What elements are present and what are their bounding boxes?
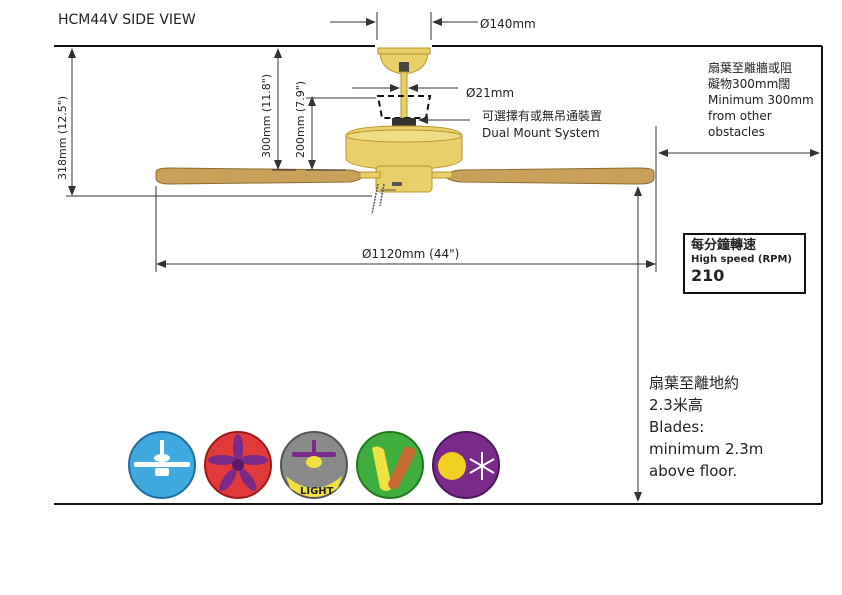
floor-clearance-note: 扇葉至離地約 2.3米高 Blades: minimum 2.3m above … [649, 372, 819, 482]
blade-right [445, 167, 655, 185]
rpm-label-zh: 每分鐘轉速 [691, 238, 757, 253]
light-kit-label: LIGHT [300, 486, 334, 497]
motor-housing [345, 125, 463, 193]
floor-clearance-dimension [634, 186, 642, 502]
floor-note-zh-line1: 扇葉至離地約 [649, 374, 740, 392]
top-diameter-label: Ø140mm [480, 17, 536, 31]
blade-iron-left [359, 171, 381, 179]
summer-winter-icon [432, 431, 500, 499]
floor-note-en-line1: Blades: [649, 418, 705, 436]
mount-note-en: Dual Mount System [482, 126, 600, 140]
height-200-dimension: 200mm (7.9") [294, 81, 376, 171]
rpm-label-en: High speed (RPM) [691, 254, 792, 265]
height-318-dimension: 318mm (12.5") [56, 48, 372, 197]
mount-note-zh: 可選擇有或無吊通裝置 [482, 108, 602, 123]
top-diameter-dimension: Ø140mm [330, 12, 536, 40]
height-200-label: 200mm (7.9") [294, 81, 307, 158]
rpm-value: 210 [691, 266, 725, 285]
wall-clearance-note-zh: 扇葉至離牆或阻 礙物300mm闊 [708, 60, 792, 92]
fan-canopy [377, 47, 431, 75]
rod-diameter-dimension: Ø21mm [352, 84, 514, 100]
height-318-label: 318mm (12.5") [56, 96, 69, 180]
wall-clearance-zh-line2: 礙物300mm闊 [708, 77, 791, 91]
floor-note-zh-line2: 2.3米高 [649, 396, 703, 414]
rod-diameter-label: Ø21mm [466, 86, 514, 100]
diagram-title: HCM44V SIDE VIEW [58, 12, 196, 28]
wall-clearance-en-line2: from other [708, 109, 772, 123]
rod-coupler [392, 118, 416, 128]
height-300-label: 300mm (11.8") [260, 74, 273, 158]
blade-span-label: Ø1120mm (44") [362, 247, 459, 261]
height-300-dimension: 300mm (11.8") [260, 48, 296, 171]
blade-span-dimension: Ø1120mm (44") [155, 126, 657, 272]
wall-clearance-en-line1: Minimum 300mm [708, 93, 814, 107]
blade-iron-right [431, 171, 453, 179]
five-blade-icon [204, 431, 272, 499]
rpm-box: 每分鐘轉速 High speed (RPM) 210 [683, 233, 806, 294]
reversible-blade-icon [356, 431, 424, 499]
light-kit-icon: LIGHT [280, 431, 348, 499]
mount-note-arrowhead [418, 116, 428, 124]
wall-clearance-en-line3: obstacles [708, 125, 765, 139]
ceiling-fan-icon [128, 431, 196, 499]
floor-note-en-line2: minimum 2.3m [649, 440, 764, 458]
pull-chain [371, 183, 396, 215]
feature-icons: LIGHT [128, 431, 500, 499]
floor-note-en-line3: above floor. [649, 462, 738, 480]
wall-clearance-zh-line1: 扇葉至離牆或阻 [708, 61, 793, 75]
wall-clearance-dimension [658, 149, 820, 157]
